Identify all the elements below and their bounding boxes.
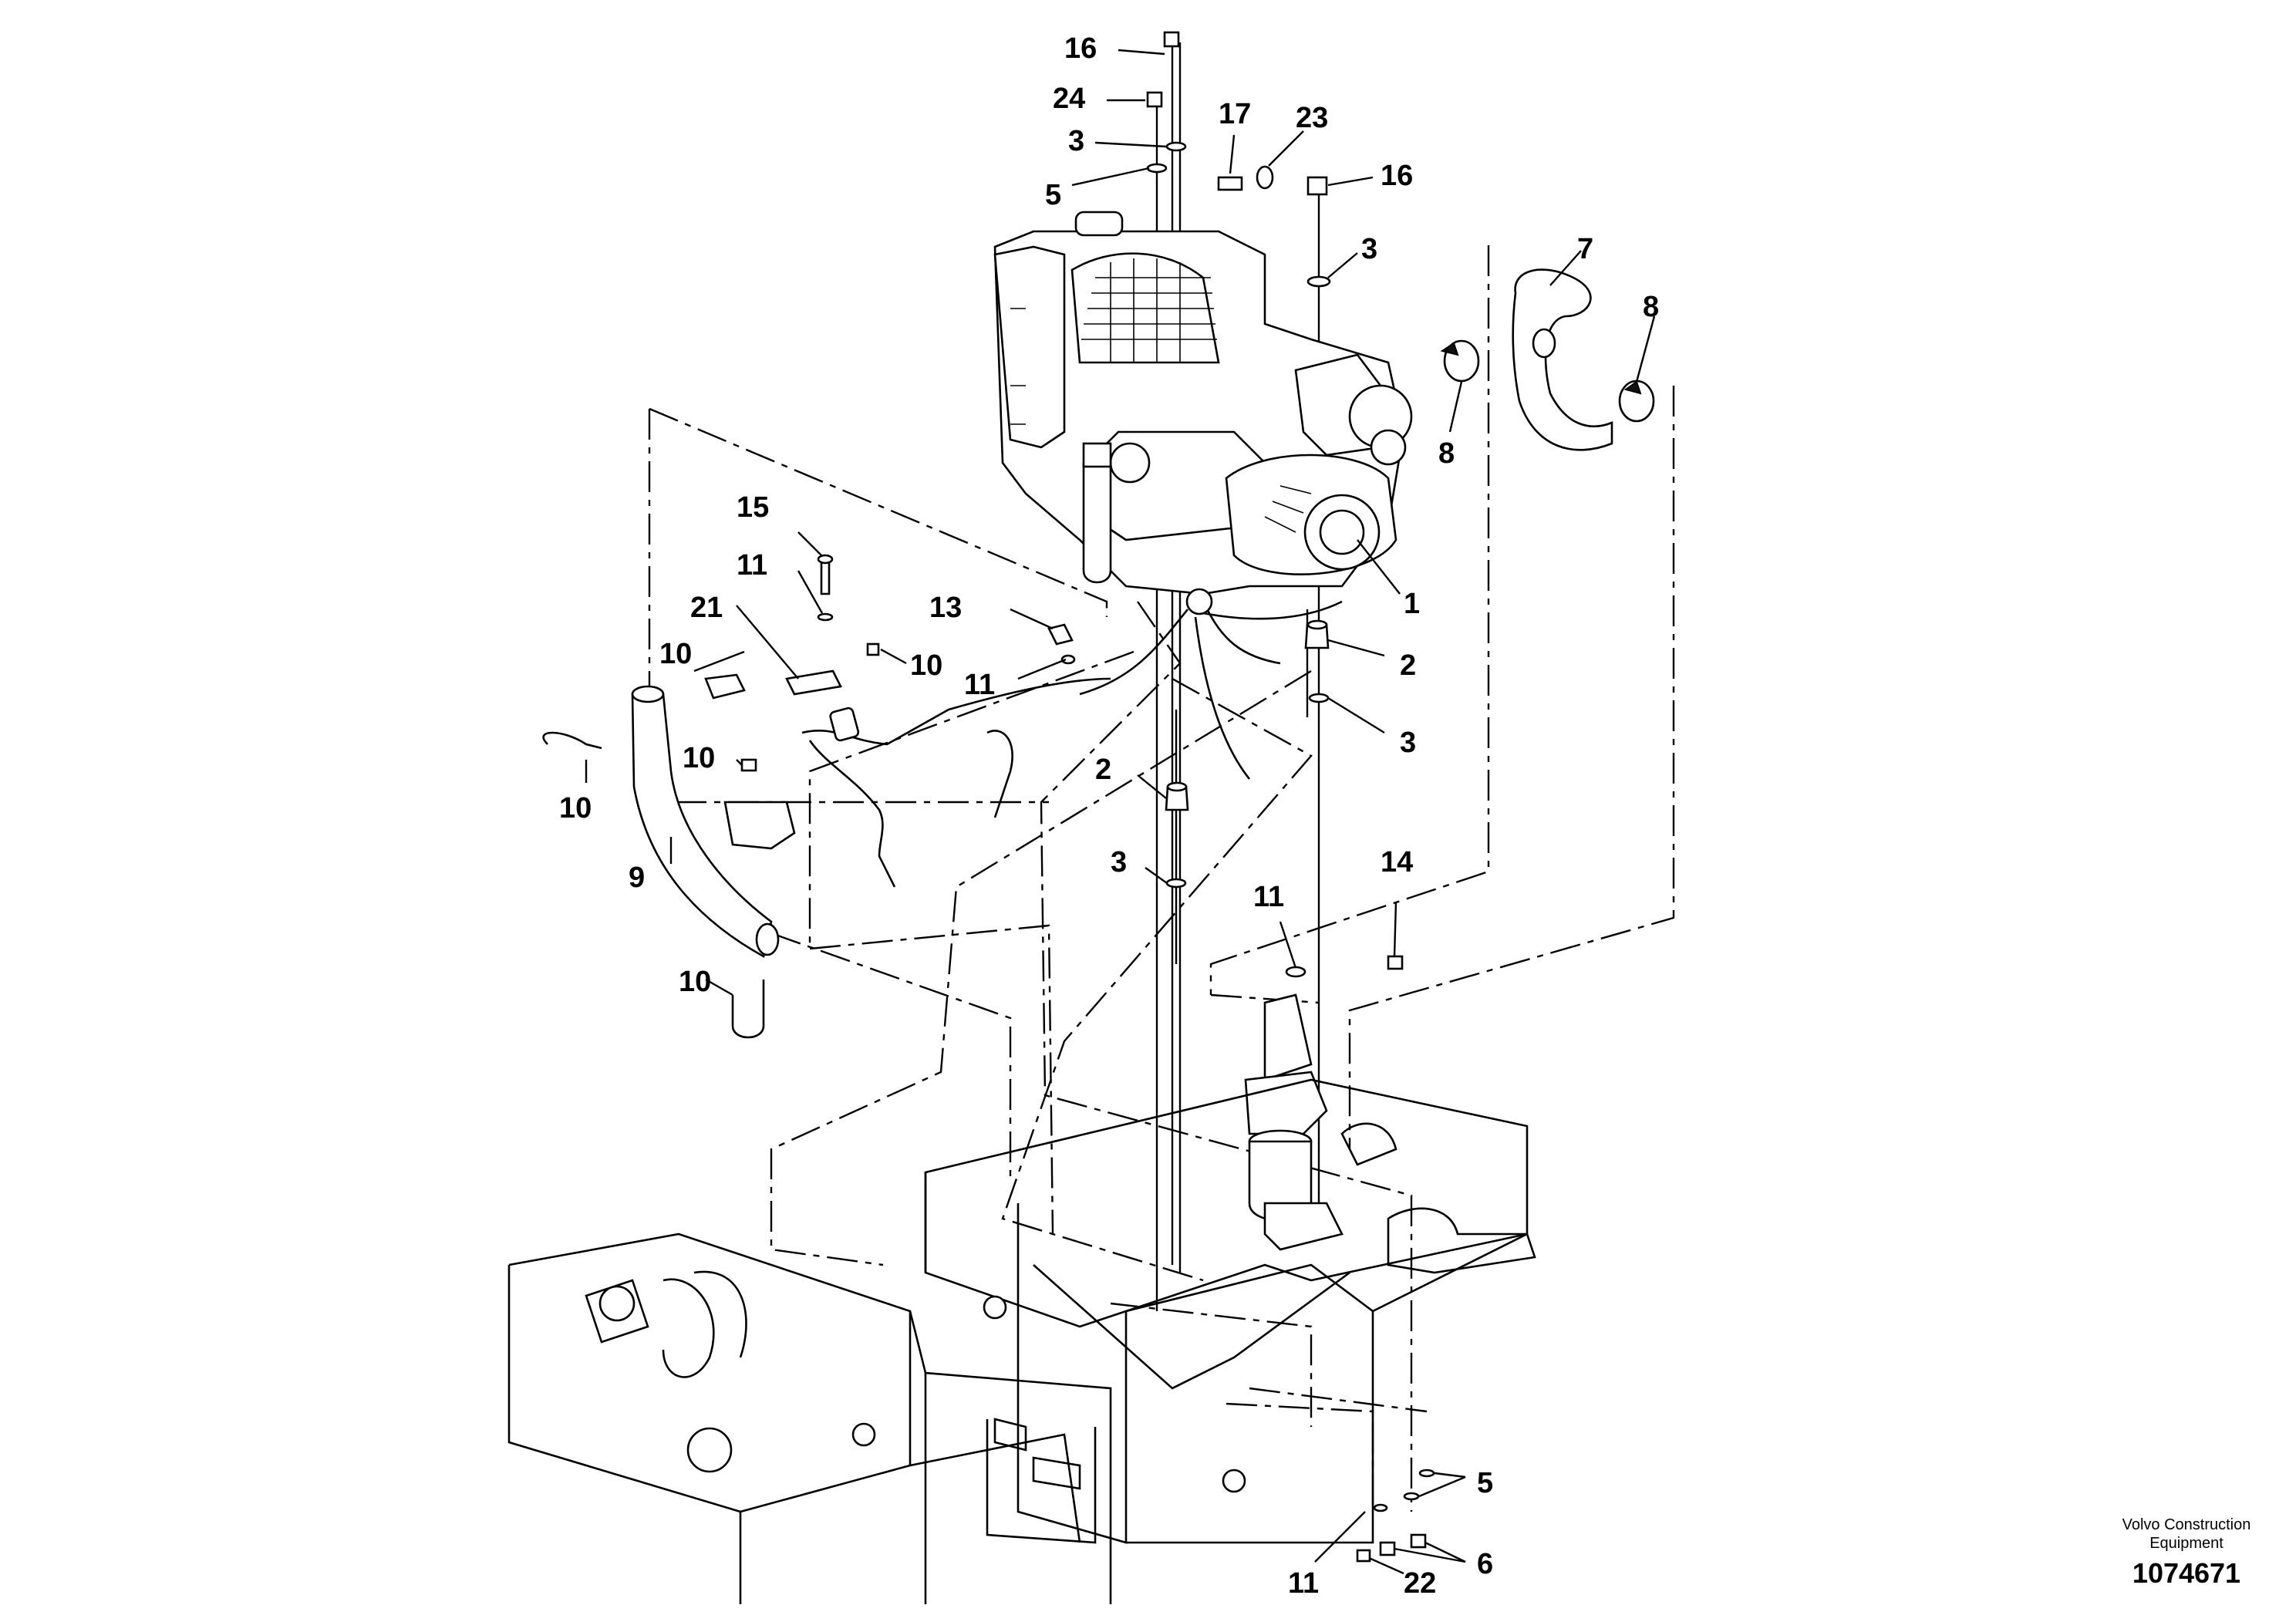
coolant-hose xyxy=(1512,268,1613,451)
callout-3: 3 xyxy=(1400,727,1416,759)
callout-15: 15 xyxy=(737,491,769,524)
hose-clamp xyxy=(542,731,602,750)
callout-16: 16 xyxy=(1381,160,1413,192)
callout-8: 8 xyxy=(1643,291,1659,323)
callout-11: 11 xyxy=(1253,881,1284,913)
bracket xyxy=(723,801,796,850)
hardware-top xyxy=(1146,31,1331,288)
callout-9: 9 xyxy=(629,862,645,894)
leader-lines xyxy=(585,49,1656,1575)
callout-10: 10 xyxy=(910,649,942,682)
callout-21: 21 xyxy=(690,592,723,624)
callout-7: 7 xyxy=(1577,233,1593,265)
hose-clamp xyxy=(1618,379,1655,423)
hardware-bottom xyxy=(1356,1469,1435,1563)
hose-clamp xyxy=(1440,339,1480,383)
callout-2: 2 xyxy=(1400,649,1416,682)
callout-labels: 16 24 3 5 17 23 16 3 7 8 8 1 15 11 21 13… xyxy=(559,32,1659,1600)
title-block: Volvo Construction Equipment 1074671 xyxy=(2122,1516,2251,1589)
callout-22: 22 xyxy=(1404,1567,1436,1600)
callout-5: 5 xyxy=(1045,179,1061,211)
washer xyxy=(1165,878,1187,889)
callout-17: 17 xyxy=(1219,98,1251,130)
callout-10: 10 xyxy=(659,638,692,670)
callout-10: 10 xyxy=(683,742,715,774)
callout-3: 3 xyxy=(1111,846,1127,878)
machine-frame xyxy=(507,1078,1536,1604)
fuel-lines xyxy=(785,554,1111,888)
callout-1: 1 xyxy=(1404,588,1420,620)
brand-line-1: Volvo Construction xyxy=(2122,1516,2251,1533)
rubber-mount xyxy=(1165,781,1189,811)
callout-5: 5 xyxy=(1477,1467,1493,1499)
document-number: 1074671 xyxy=(2132,1557,2240,1589)
rubber-mount xyxy=(1304,619,1330,649)
callout-8: 8 xyxy=(1438,437,1455,470)
callout-3: 3 xyxy=(1068,125,1084,157)
callout-10: 10 xyxy=(679,966,711,998)
callout-13: 13 xyxy=(929,592,962,624)
washer xyxy=(1308,693,1330,703)
callout-6: 6 xyxy=(1477,1548,1493,1580)
callout-3: 3 xyxy=(1361,233,1377,265)
hose-9 xyxy=(631,685,780,958)
callout-11: 11 xyxy=(1288,1567,1319,1600)
callout-11: 11 xyxy=(964,669,995,701)
nut xyxy=(740,758,757,772)
clip xyxy=(704,673,746,700)
callout-24: 24 xyxy=(1053,83,1085,115)
brand-line-2: Equipment xyxy=(2149,1535,2224,1552)
callout-16: 16 xyxy=(1064,32,1097,65)
callout-23: 23 xyxy=(1296,102,1328,134)
callout-11: 11 xyxy=(737,549,767,582)
u-clamp xyxy=(731,980,765,1039)
callout-10: 10 xyxy=(559,792,592,824)
callout-14: 14 xyxy=(1381,846,1413,878)
callout-2: 2 xyxy=(1095,754,1111,786)
fuel-filter-unit xyxy=(1244,955,1404,1251)
engine-assembly xyxy=(993,211,1413,780)
